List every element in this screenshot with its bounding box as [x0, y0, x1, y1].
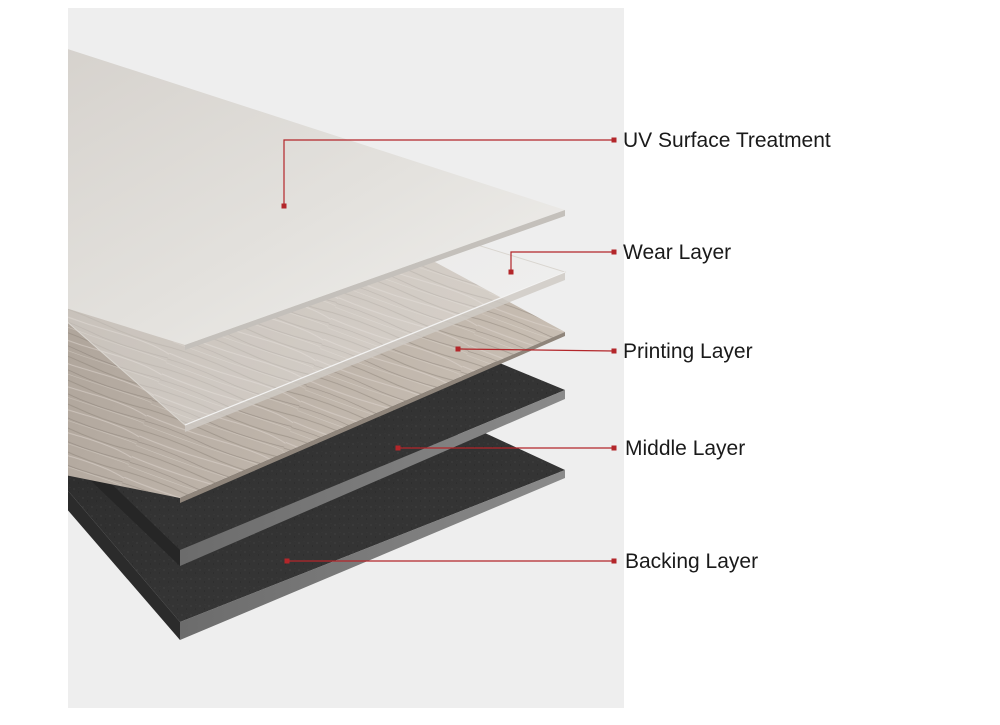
label-wear-layer: Wear Layer: [623, 241, 731, 264]
label-uv-surface-treatment: UV Surface Treatment: [623, 129, 831, 152]
label-printing-layer: Printing Layer: [623, 340, 753, 363]
label-backing-layer: Backing Layer: [625, 550, 758, 573]
uv-layer-slab: [68, 49, 565, 350]
callout-backing: [284, 558, 617, 564]
callout-printing: [455, 346, 617, 354]
callout-wear: [508, 249, 617, 275]
label-middle-layer: Middle Layer: [625, 437, 745, 460]
callout-middle: [395, 445, 617, 451]
callout-uv: [281, 137, 617, 209]
